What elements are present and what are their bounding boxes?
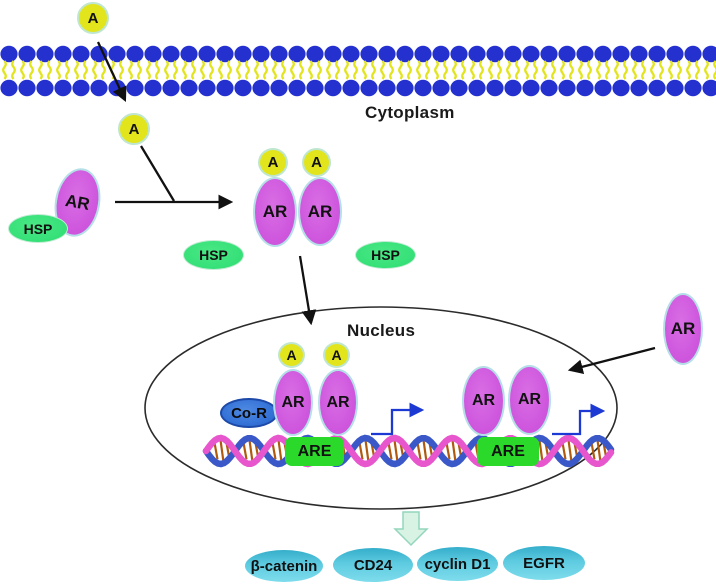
- are-element-1: ARE: [285, 437, 344, 466]
- androgen-on-dimer-left: A: [258, 148, 288, 177]
- target-gene-cyclin-d1: cyclin D1: [417, 547, 498, 581]
- hsp-released-left: HSP: [183, 240, 244, 270]
- hsp-released-right: HSP: [355, 241, 416, 269]
- target-gene-egfr: EGFR: [503, 546, 585, 580]
- arrow-dimer-to-nucleus: [298, 255, 317, 326]
- block-arrow-gene-output: [393, 511, 429, 547]
- are-element-2: ARE: [477, 437, 539, 466]
- ar-external: AR: [663, 293, 703, 365]
- androgen-on-dimer-right: A: [302, 148, 331, 177]
- androgen-cytoplasm: A: [118, 113, 150, 145]
- ar-nucleus-dimer2-left: AR: [462, 366, 505, 436]
- arrow-external-ar-to-nucleus: [567, 346, 656, 375]
- hsp-bound: HSP: [8, 214, 68, 243]
- dna-helix-graphic: [202, 434, 615, 468]
- cell-membrane-graphic: [0, 45, 716, 97]
- ar-nucleus-dimer1-right: AR: [318, 369, 358, 436]
- ar-nucleus-dimer1-left: AR: [273, 369, 313, 436]
- transcription-arrow-1: [371, 402, 425, 436]
- ar-dimer-cytoplasm-right: AR: [298, 177, 342, 246]
- androgen-nucleus-right: A: [323, 342, 350, 368]
- line-androgen-joining: [140, 145, 175, 202]
- nucleus-label: Nucleus: [347, 321, 416, 340]
- androgen-nucleus-left: A: [278, 342, 305, 368]
- ar-dimer-cytoplasm-left: AR: [253, 177, 297, 247]
- corepressor: Co-R: [220, 398, 278, 428]
- arrow-androgen-entering-membrane: [96, 41, 127, 103]
- target-gene-cd24: CD24: [333, 548, 413, 582]
- ar-nucleus-dimer2-right: AR: [508, 365, 551, 435]
- transcription-arrow-2: [552, 403, 606, 436]
- target-gene-beta-catenin: β-catenin: [245, 550, 323, 582]
- androgen-extracellular: A: [77, 2, 109, 34]
- nucleus-ellipse: [144, 306, 618, 510]
- cytoplasm-label: Cytoplasm: [365, 103, 455, 122]
